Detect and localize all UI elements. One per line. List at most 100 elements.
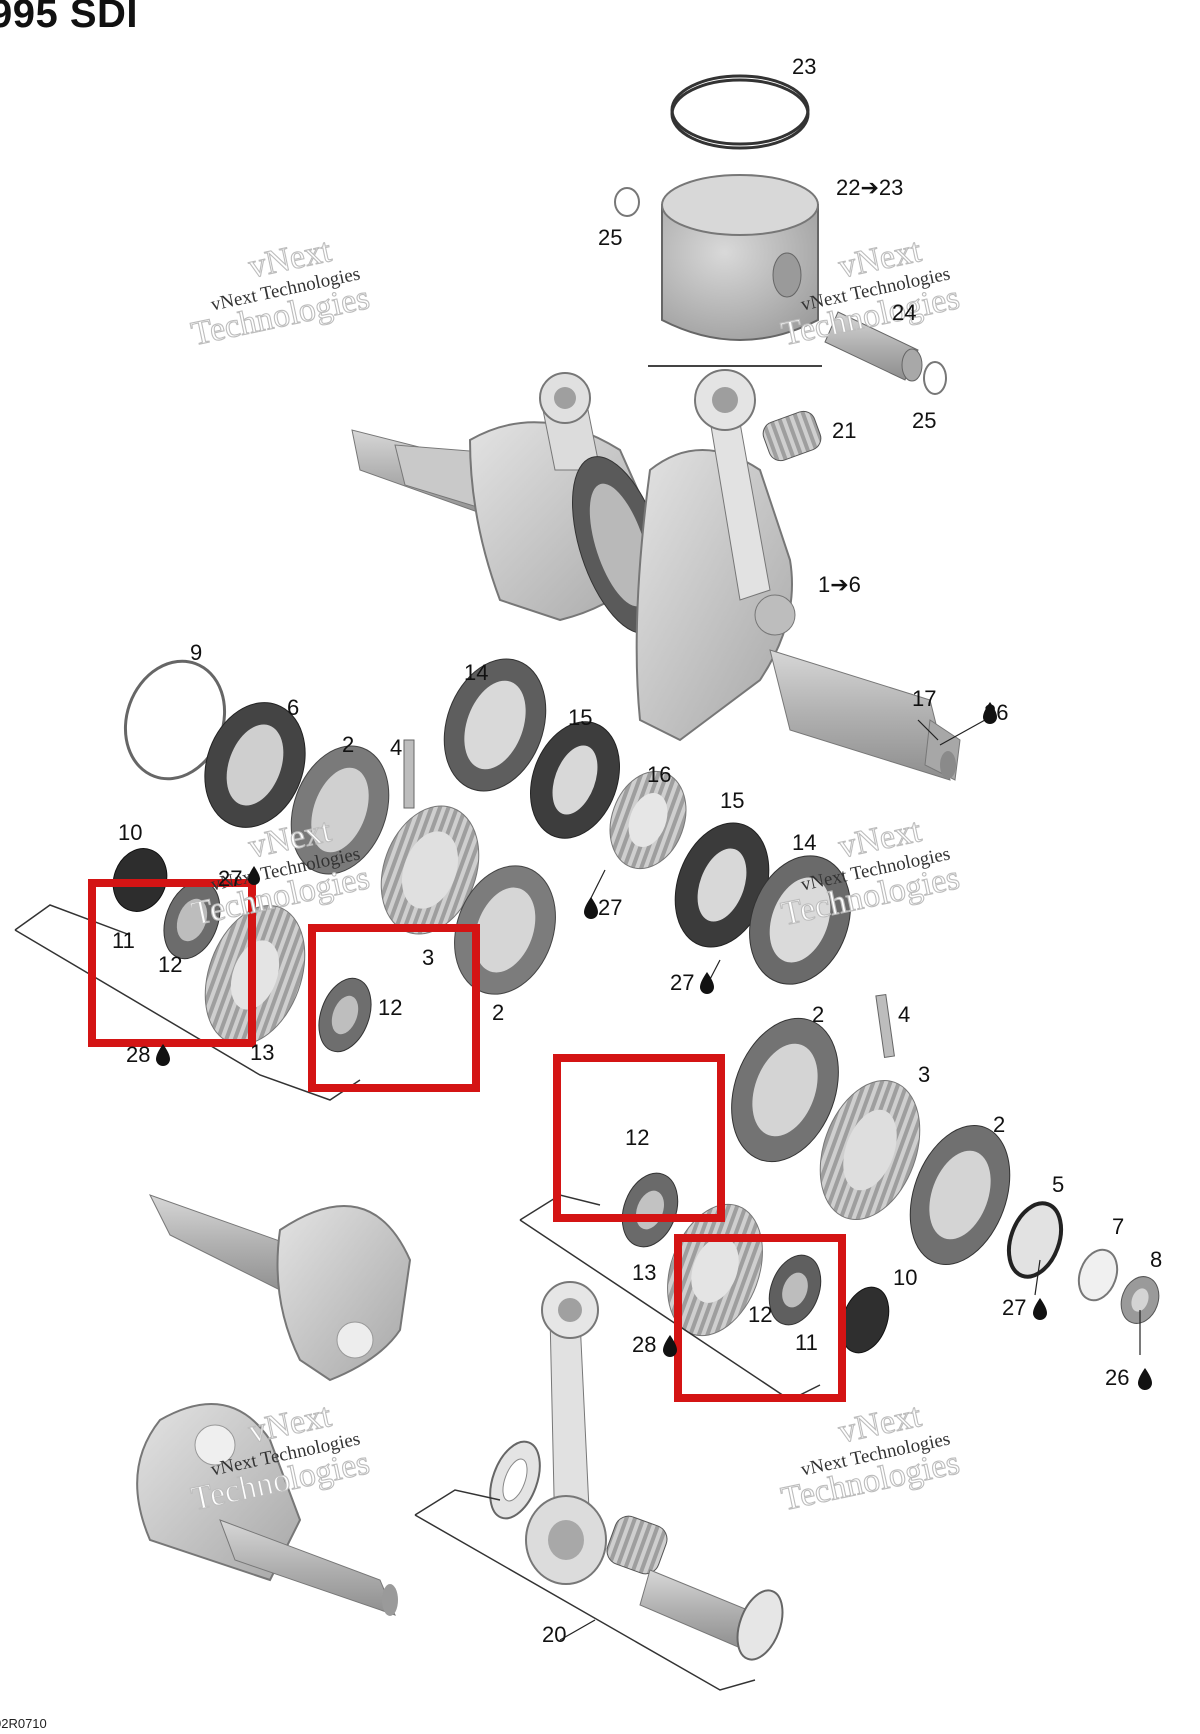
oil-drop-icon xyxy=(248,866,260,885)
piston-pin-circlip-left xyxy=(614,187,640,217)
callouts: 23 22➔23 25 24 25 21 1➔6 9 6 14 15 2 4 1… xyxy=(112,54,1162,1647)
oil-drop-icon xyxy=(584,897,598,919)
oil-drop-icon xyxy=(1033,1298,1047,1320)
callout-4-r: 4 xyxy=(898,1002,910,1027)
piston-pin xyxy=(824,311,923,382)
watermark-1: vNext vNext Technologies Technologies xyxy=(188,232,374,354)
callout-17: 17 xyxy=(912,686,936,711)
oil-seal-15-top xyxy=(530,721,620,839)
callout-12-left: 12 xyxy=(158,952,182,977)
gear-3-top xyxy=(380,805,480,935)
callout-11-left: 11 xyxy=(112,928,135,953)
callout-2-r2: 2 xyxy=(993,1112,1005,1137)
highlight-box-left-11-12 xyxy=(88,879,256,1047)
callout-1-6: 1➔6 xyxy=(818,572,861,597)
callout-8: 8 xyxy=(1150,1247,1162,1272)
callout-27-mid: 27 xyxy=(598,895,622,920)
watermark-6: vNext vNext Technologies Technologies xyxy=(778,1397,964,1519)
callout-6: 6 xyxy=(287,695,299,720)
callout-24: 24 xyxy=(892,300,916,325)
page-title: 995 SDI xyxy=(0,0,139,36)
callout-3-r: 3 xyxy=(918,1062,930,1087)
callout-28-r: 28 xyxy=(632,1332,656,1357)
callout-10-r: 10 xyxy=(893,1265,917,1290)
piston-ring xyxy=(670,74,810,150)
oil-seal-6 xyxy=(204,702,306,828)
callout-27-left: 27 xyxy=(218,866,242,891)
callout-15-top: 15 xyxy=(568,705,592,730)
callout-5: 5 xyxy=(1052,1172,1064,1197)
callout-2-mid: 2 xyxy=(492,1000,504,1025)
ball-bearing-2-mid xyxy=(454,865,556,995)
leader-lines xyxy=(559,719,1141,1641)
ball-bearing-2-r2 xyxy=(909,1125,1011,1265)
crank-half-upper xyxy=(148,1194,412,1382)
washer-7 xyxy=(1077,1248,1119,1302)
callout-4-top: 4 xyxy=(390,735,402,760)
crankshaft-assembly xyxy=(351,369,961,781)
oil-drop-icon xyxy=(983,702,997,724)
ball-bearing-2-top xyxy=(290,745,390,875)
callout-13-r: 13 xyxy=(632,1260,656,1285)
crank-half-lower xyxy=(136,1403,398,1616)
callout-10-left: 10 xyxy=(118,820,142,845)
callout-25-right: 25 xyxy=(912,408,936,433)
gear-3-r xyxy=(819,1080,921,1220)
bearing-12-mid xyxy=(318,977,372,1053)
oil-drop-icon xyxy=(1138,1368,1152,1390)
callout-23-top: 23 xyxy=(792,54,816,79)
oil-drop-icon xyxy=(700,972,714,994)
highlight-box-right-12 xyxy=(553,1054,725,1222)
dowel-pin-4-r xyxy=(875,994,895,1058)
bracket-lines-lower xyxy=(414,1489,756,1691)
thrust-washer-lower xyxy=(489,1440,541,1520)
callout-14-mid: 14 xyxy=(792,830,816,855)
callout-27-right: 27 xyxy=(670,970,694,995)
callout-25-left: 25 xyxy=(598,225,622,250)
oil-drop-icon xyxy=(663,1335,677,1357)
oil-seal-15-mid xyxy=(674,822,770,948)
piston-pin-circlip-right xyxy=(923,361,947,395)
callout-20: 20 xyxy=(542,1622,566,1647)
callout-13-left: 13 xyxy=(250,1040,274,1065)
oil-seal-5 xyxy=(1006,1201,1064,1279)
callout-2-r1: 2 xyxy=(812,1002,824,1027)
highlight-boxes xyxy=(88,879,846,1402)
piston xyxy=(648,174,822,367)
callout-28-left: 28 xyxy=(126,1042,150,1067)
callout-16: 16 xyxy=(647,762,671,787)
callout-27-r: 27 xyxy=(1002,1295,1026,1320)
ball-bearing-14-top xyxy=(443,658,547,792)
callout-3-top: 3 xyxy=(422,945,434,970)
callout-15-mid: 15 xyxy=(720,788,744,813)
callout-12-mid: 12 xyxy=(378,995,402,1020)
callout-2-top: 2 xyxy=(342,732,354,757)
bearing-12-r1 xyxy=(621,1172,679,1248)
oil-drop-icons xyxy=(156,702,1152,1390)
callout-11-r: 11 xyxy=(795,1330,818,1355)
bearing-12-r2 xyxy=(768,1254,822,1326)
callout-9: 9 xyxy=(190,640,202,665)
ball-bearing-14-mid xyxy=(749,855,851,985)
nut-8 xyxy=(1120,1276,1160,1324)
oil-drop-icon xyxy=(156,1044,170,1066)
gear-16 xyxy=(609,770,687,870)
diagram-code: 02R0710 xyxy=(0,1716,47,1731)
dowel-pin-4 xyxy=(403,739,415,809)
callout-22-23: 22➔23 xyxy=(836,175,903,200)
callout-26-r: 26 xyxy=(1105,1365,1129,1390)
highlight-box-right-11-12 xyxy=(674,1234,846,1402)
bearing-12-left xyxy=(163,880,221,960)
callout-21: 21 xyxy=(832,418,856,443)
highlight-box-mid-12 xyxy=(308,924,480,1092)
crank-pin-20 xyxy=(606,1515,784,1661)
connecting-rod-lower xyxy=(525,1281,607,1585)
ball-bearing-2-r1 xyxy=(731,1017,839,1163)
needle-bearing-top xyxy=(762,410,822,462)
callout-14-top: 14 xyxy=(464,660,488,685)
callout-12-r2: 12 xyxy=(748,1302,772,1327)
callout-12-r1: 12 xyxy=(625,1125,649,1150)
callout-7: 7 xyxy=(1112,1214,1124,1239)
